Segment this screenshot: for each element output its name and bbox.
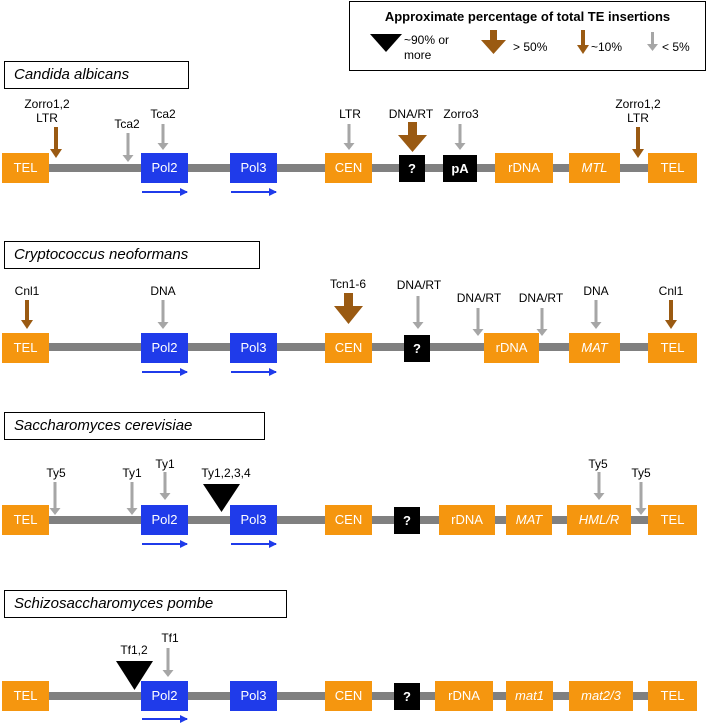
- insertion-arrow-gray-s: [472, 308, 484, 336]
- cen-box: CEN: [325, 681, 372, 711]
- insertion-label: Tf1,2: [120, 643, 148, 657]
- mat2-3-box: mat2/3: [569, 681, 633, 711]
- insertion-label: Zorro3: [443, 107, 479, 121]
- legend-title: Approximate percentage of total TE inser…: [384, 9, 671, 24]
- insertion-label: Tca2: [150, 107, 176, 121]
- insertion-arrow-black-xl: [116, 661, 153, 690]
- pol2-box: Pol2: [141, 681, 188, 711]
- insertion-label: DNA/RT: [456, 291, 502, 305]
- tel-box: TEL: [648, 333, 697, 363]
- insertion-arrow-gray-s: [454, 124, 466, 150]
- legend-arrow-l: [481, 30, 506, 54]
- insertion-arrow-brown-m: [632, 127, 644, 158]
- pol3-box: Pol3: [230, 681, 277, 711]
- insertion-label: Ty1: [122, 466, 142, 480]
- insertion-label: DNA/RT: [518, 291, 564, 305]
- rdna-box: rDNA: [439, 505, 495, 535]
- tel-box: TEL: [2, 505, 49, 535]
- insertion-arrow-gray-s: [126, 482, 138, 515]
- insertion-label: DNA/RT: [388, 107, 434, 121]
- insertion-label: Tca2: [114, 117, 140, 131]
- pol2-box: Pol2: [141, 333, 188, 363]
- mtl-box: MTL: [569, 153, 620, 183]
- insertion-label: DNA: [583, 284, 609, 298]
- mat1-box: mat1: [506, 681, 553, 711]
- insertion-label: Ty1,2,3,4: [201, 466, 251, 480]
- insertion-arrow-brown-l: [398, 122, 427, 152]
- hml-r-box: HML/R: [567, 505, 631, 535]
- polya-box: pA: [443, 155, 477, 182]
- pol2-box: Pol2: [141, 505, 188, 535]
- pol3-box: Pol3: [230, 333, 277, 363]
- insertion-label: Ty5: [588, 457, 608, 471]
- tel-box: TEL: [648, 153, 697, 183]
- insertion-arrow-gray-s: [343, 124, 355, 150]
- organism-title-saccharomyces: Saccharomyces cerevisiae: [4, 412, 265, 440]
- insertion-arrow-gray-s: [536, 308, 548, 336]
- rdna-box: rDNA: [484, 333, 539, 363]
- unknown-element-box: ?: [404, 335, 430, 362]
- insertion-arrow-gray-s: [590, 300, 602, 329]
- insertion-label: Ty5: [46, 466, 66, 480]
- insertion-arrow-gray-s: [635, 482, 647, 515]
- insertion-arrow-gray-s: [157, 124, 169, 150]
- organism-title-cryptococcus: Cryptococcus neoformans: [4, 241, 260, 269]
- pol3-box: Pol3: [230, 153, 277, 183]
- rdna-box: rDNA: [495, 153, 553, 183]
- legend-arrow-xl: [370, 34, 402, 52]
- insertion-label: Ty1: [155, 457, 175, 471]
- insertion-label: Cnl1: [658, 284, 684, 298]
- tel-box: TEL: [2, 333, 49, 363]
- insertion-arrow-gray-s: [159, 472, 171, 500]
- insertion-arrow-brown-m: [21, 300, 33, 329]
- legend-label-5: < 5%: [662, 40, 690, 54]
- pol3-box: Pol3: [230, 505, 277, 535]
- insertion-arrow-brown-m: [50, 127, 62, 158]
- unknown-element-box: ?: [394, 683, 420, 710]
- cen-box: CEN: [325, 333, 372, 363]
- organism-title-candida: Candida albicans: [4, 61, 189, 89]
- legend-label-50: > 50%: [513, 40, 548, 54]
- insertion-arrow-gray-s: [49, 482, 61, 515]
- insertion-arrow-gray-s: [162, 648, 174, 677]
- insertion-arrow-black-xl: [203, 484, 240, 512]
- insertion-arrow-brown-l: [334, 293, 363, 324]
- insertion-arrow-gray-s: [157, 300, 169, 329]
- rdna-box: rDNA: [435, 681, 493, 711]
- insertion-arrow-gray-s: [122, 133, 134, 162]
- tel-box: TEL: [2, 153, 49, 183]
- legend-arrow-m: [577, 30, 589, 54]
- tel-box: TEL: [648, 681, 697, 711]
- organism-title-schizosaccharomyces: Schizosaccharomyces pombe: [4, 590, 287, 618]
- tel-box: TEL: [2, 681, 49, 711]
- legend-arrow-s: [647, 32, 658, 51]
- insertion-label: Tcn1-6: [329, 277, 367, 291]
- insertion-arrow-gray-s: [593, 472, 605, 500]
- unknown-element-box: ?: [399, 155, 425, 182]
- insertion-arrow-gray-s: [412, 296, 424, 329]
- pol2-box: Pol2: [141, 153, 188, 183]
- unknown-element-box: ?: [394, 507, 420, 534]
- cen-box: CEN: [325, 153, 372, 183]
- legend-label-10: ~10%: [591, 40, 623, 54]
- cen-box: CEN: [325, 505, 372, 535]
- legend: Approximate percentage of total TE inser…: [349, 1, 706, 71]
- insertion-label: Tf1: [161, 631, 179, 645]
- insertion-label: Cnl1: [14, 284, 40, 298]
- insertion-label: LTR: [339, 107, 361, 121]
- insertion-label: Ty5: [631, 466, 651, 480]
- tel-box: TEL: [648, 505, 697, 535]
- insertion-label: DNA: [150, 284, 176, 298]
- insertion-label: DNA/RT: [396, 278, 442, 292]
- mat-box: MAT: [506, 505, 552, 535]
- insertion-arrow-brown-m: [665, 300, 677, 329]
- mat-box: MAT: [569, 333, 620, 363]
